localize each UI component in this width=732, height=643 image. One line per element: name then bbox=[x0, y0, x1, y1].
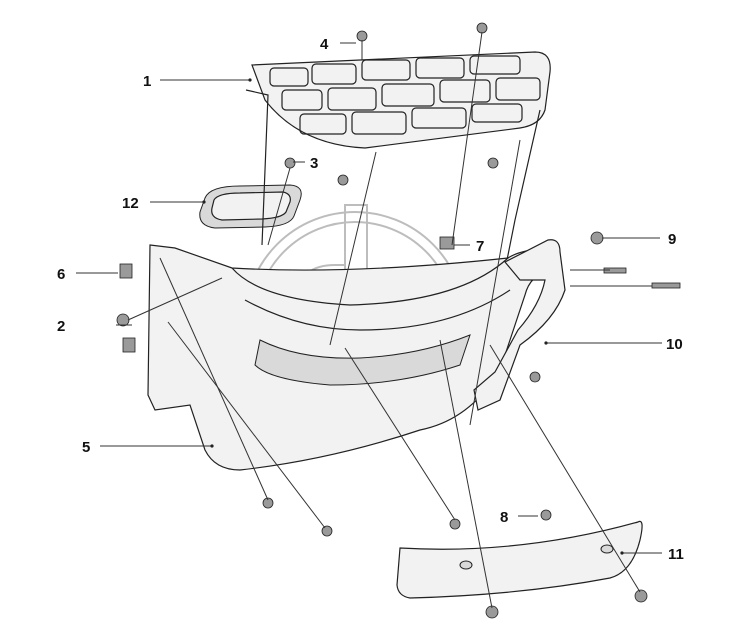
nut-3 bbox=[284, 157, 296, 169]
callout-2: 2 bbox=[57, 318, 65, 335]
part-12-rubber-pad bbox=[199, 184, 302, 229]
nut-right-mid bbox=[487, 157, 499, 169]
callout-6: 6 bbox=[57, 266, 65, 283]
bolt-bottom-2 bbox=[634, 589, 648, 603]
nut-8 bbox=[540, 509, 552, 521]
callout-1: 1 bbox=[143, 73, 151, 90]
callout-8: 8 bbox=[500, 509, 508, 526]
bolt-right-2 bbox=[651, 282, 681, 289]
nut-bottom-2 bbox=[321, 525, 333, 537]
part-10-side-bracket bbox=[473, 239, 566, 411]
callout-labels: 1 2 3 4 5 6 7 8 9 10 11 12 bbox=[57, 36, 684, 563]
callout-12: 12 bbox=[122, 195, 139, 212]
bolt-2 bbox=[116, 313, 130, 327]
nut-right-lower bbox=[529, 371, 541, 383]
nut-bottom-3 bbox=[449, 518, 461, 530]
callout-5: 5 bbox=[82, 439, 90, 456]
assembly-lines bbox=[127, 31, 652, 609]
callout-9: 9 bbox=[668, 231, 676, 248]
rear-panel bbox=[245, 89, 541, 271]
callout-4: 4 bbox=[320, 36, 329, 53]
callout-3: 3 bbox=[310, 155, 318, 172]
clip-6 bbox=[119, 263, 133, 279]
fasteners bbox=[116, 22, 681, 619]
nut-9 bbox=[590, 231, 604, 245]
callout-11: 11 bbox=[668, 546, 684, 563]
clip-left-lower bbox=[122, 337, 136, 353]
screw-4 bbox=[356, 30, 368, 42]
nut-left-mid bbox=[337, 174, 349, 186]
screw-top-right bbox=[476, 22, 488, 34]
part-5-lower-cover bbox=[147, 244, 561, 471]
clip-7 bbox=[439, 236, 455, 250]
callout-10: 10 bbox=[666, 336, 683, 353]
part-11-trim-strip bbox=[396, 520, 643, 599]
nut-bottom-1 bbox=[262, 497, 274, 509]
callout-leaders bbox=[76, 42, 662, 555]
part-1-floor-mat bbox=[251, 51, 551, 149]
callout-7: 7 bbox=[476, 238, 484, 255]
